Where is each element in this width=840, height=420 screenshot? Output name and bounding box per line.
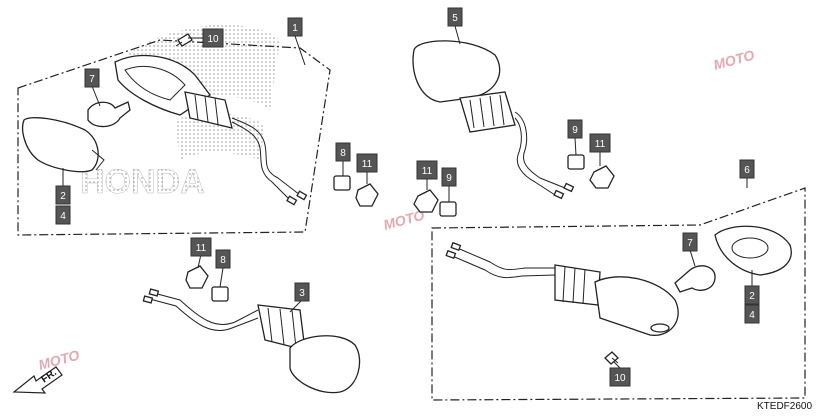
svg-text:10: 10 — [614, 373, 626, 384]
front-direction-indicator: FR. — [12, 366, 63, 394]
brand-text: HONDA — [80, 163, 205, 201]
callout-10[interactable]: 10 — [202, 28, 224, 48]
svg-text:8: 8 — [340, 148, 346, 159]
callout-8[interactable]: 8 — [215, 249, 231, 269]
rubber-grommet — [439, 201, 457, 217]
callout-1[interactable]: 1 — [287, 17, 303, 37]
leader-lines — [62, 25, 753, 369]
watermark: MOTO — [712, 47, 757, 73]
diagram-code: KTEDF2600 — [757, 401, 812, 412]
svg-text:2: 2 — [60, 191, 66, 202]
hex-nut — [185, 265, 209, 289]
svg-text:6: 6 — [744, 165, 750, 176]
rubber-grommet — [567, 154, 585, 170]
hardware — [185, 154, 615, 302]
svg-text:11: 11 — [196, 243, 207, 254]
callout-11[interactable]: 11 — [190, 237, 212, 257]
rear-left-winker-assembly — [142, 288, 361, 394]
assembly-boundary-1 — [17, 39, 331, 236]
callout-6[interactable]: 6 — [739, 159, 755, 179]
svg-text:1: 1 — [292, 23, 298, 34]
callout-8[interactable]: 8 — [335, 142, 351, 162]
callout-2[interactable]: 2 — [55, 185, 71, 205]
hex-nut — [355, 183, 379, 207]
callout-7[interactable]: 7 — [84, 68, 100, 88]
callout-11[interactable]: 11 — [589, 133, 611, 153]
svg-text:4: 4 — [60, 211, 66, 222]
svg-text:11: 11 — [595, 139, 606, 150]
svg-text:9: 9 — [446, 173, 452, 184]
svg-text:4: 4 — [749, 310, 755, 321]
rubber-grommet — [211, 286, 229, 302]
rear-right-winker-assembly — [445, 225, 792, 365]
callout-3[interactable]: 3 — [294, 282, 310, 302]
svg-text:9: 9 — [572, 125, 578, 136]
hex-nut — [413, 189, 439, 213]
rubber-grommet — [333, 175, 351, 191]
front-arrow-icon — [12, 366, 63, 394]
svg-text:3: 3 — [299, 288, 305, 299]
svg-text:7: 7 — [687, 238, 693, 249]
svg-text:2: 2 — [749, 291, 755, 302]
front-right-winker-assembly — [412, 40, 575, 200]
callout-11[interactable]: 11 — [356, 153, 378, 173]
svg-text:5: 5 — [452, 13, 458, 24]
svg-text:8: 8 — [220, 255, 226, 266]
callout-9[interactable]: 9 — [567, 119, 583, 139]
watermark: MOTO — [37, 347, 82, 373]
callout-4[interactable]: 4 — [55, 205, 71, 225]
front-left-winker-assembly — [22, 33, 308, 206]
callout-7[interactable]: 7 — [682, 232, 698, 252]
assembly-boundary-6 — [431, 187, 806, 401]
svg-text:11: 11 — [362, 159, 373, 170]
hex-nut — [589, 165, 615, 189]
callout-5[interactable]: 5 — [447, 7, 463, 27]
callout-10[interactable]: 10 — [609, 367, 631, 387]
callout-4[interactable]: 4 — [744, 304, 760, 324]
svg-text:10: 10 — [207, 34, 219, 45]
callout-9[interactable]: 9 — [441, 167, 457, 187]
svg-text:7: 7 — [89, 74, 95, 85]
callout-2[interactable]: 2 — [744, 285, 760, 305]
callout-11[interactable]: 11 — [416, 160, 438, 180]
svg-text:11: 11 — [422, 166, 433, 177]
